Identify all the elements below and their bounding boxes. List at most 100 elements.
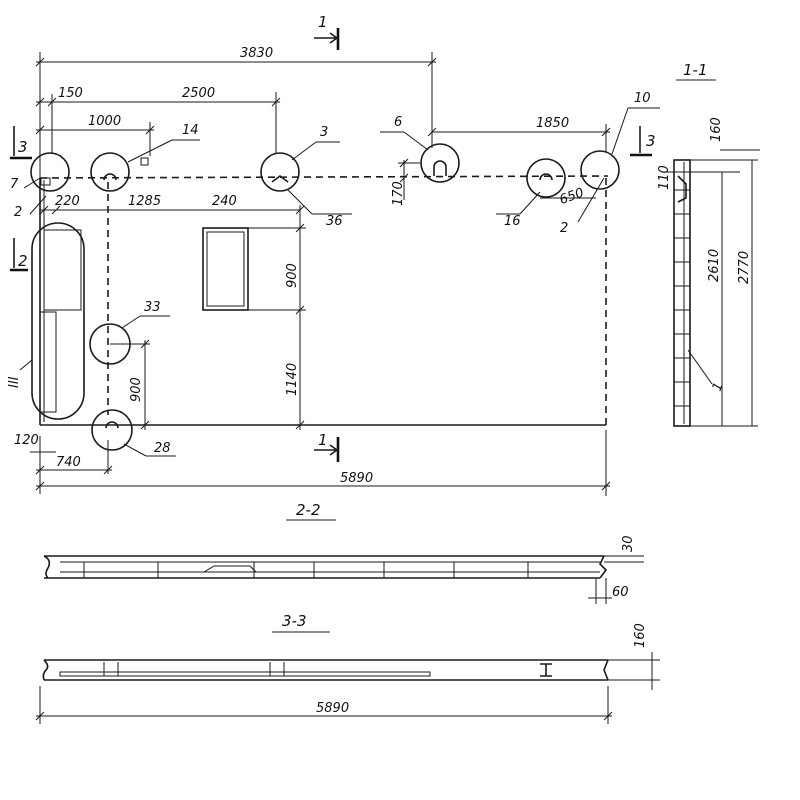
loop-node-6: [420, 143, 460, 183]
dim-1140: 1140: [285, 363, 300, 396]
cut3-right-label: 3: [646, 132, 656, 150]
callout-3: 3: [320, 125, 328, 140]
dim-900-opening: 900: [285, 263, 300, 288]
s22-dim-60: 60: [612, 585, 629, 600]
callout-28: 28: [154, 441, 171, 456]
loop-node-3: [260, 152, 300, 192]
s11-leader-1: [687, 349, 713, 385]
callout-10: 10: [634, 91, 651, 106]
s33-dim-5890-ticks: [35, 711, 613, 721]
section-1-1-loop: [677, 175, 687, 203]
loop-node-7: [30, 152, 70, 192]
opening-outer: [202, 227, 249, 311]
s22-left-joint: [43, 555, 51, 579]
dim-5890-ticks: [35, 481, 611, 491]
dim-740-ticks: [35, 465, 113, 475]
leader-16: [519, 191, 541, 215]
section-1-1: 1-1 160 110 2610 2770 1: [657, 61, 760, 427]
callout-7: 7: [10, 177, 19, 192]
section-1-1-title: 1-1: [683, 61, 708, 79]
panel-plan: 1 1 2 3 3 3830 150 2500 10: [7, 13, 660, 496]
s33-inner-strip: [59, 671, 431, 677]
dim-900-left: 900: [129, 377, 144, 402]
s33-ribs: [103, 662, 285, 676]
dim-170: 170: [391, 181, 406, 206]
cut3-left-label: 3: [18, 138, 28, 156]
s11-dim-110: 110: [657, 165, 672, 190]
opening-inner: [206, 231, 245, 307]
dim-2500-ticks: [35, 97, 281, 107]
callout-33: 33: [144, 300, 161, 315]
loop-14-hook: [103, 173, 117, 181]
s33-dim-160: 160: [633, 623, 648, 648]
leader-6: [403, 131, 429, 151]
dim-170-ticks: [399, 158, 409, 183]
recess-III-outline: [31, 222, 85, 420]
cut1-top-arrowhead: [329, 32, 339, 44]
s11-callout-1: 1: [710, 380, 727, 393]
s22-dim-30: 30: [621, 535, 636, 552]
dim-2500: 2500: [182, 86, 215, 101]
dim-220: 220: [55, 194, 80, 209]
s11-dim-160: 160: [709, 117, 724, 142]
s33-right-joint: [603, 659, 609, 681]
cut2-label: 2: [18, 252, 28, 270]
dim-1000-ticks: [35, 125, 155, 135]
dim-1000: 1000: [88, 114, 121, 129]
s33-dim-5890: 5890: [316, 701, 349, 716]
section-1-1-ribs: [674, 189, 690, 407]
dim-240: 240: [212, 194, 237, 209]
loop-28-hook: [105, 421, 119, 429]
dim-120: 120: [14, 433, 39, 448]
dim-1850-ticks: [427, 127, 611, 137]
loop-16-hook: [539, 173, 553, 181]
leader-2-left: [29, 195, 47, 215]
dim-900-left-ticks: [140, 339, 150, 430]
loop-7-insert: [40, 177, 51, 186]
recess-III-inner-lower: [39, 311, 57, 413]
leader-10: [611, 107, 629, 155]
leader-III: [19, 359, 33, 371]
dim-5890: 5890: [340, 471, 373, 486]
callout-2-left: 2: [14, 205, 22, 220]
dim-3830-ticks: [35, 57, 437, 67]
loop-3-insert: [271, 175, 289, 183]
cut1-top-label: 1: [318, 13, 328, 31]
dim-1850: 1850: [536, 116, 569, 131]
dim-740: 740: [56, 455, 81, 470]
callout-36: 36: [326, 214, 343, 229]
s11-dim-2610: 2610: [707, 249, 722, 282]
leader-3: [291, 141, 317, 161]
callout-16: 16: [504, 214, 521, 229]
cut1-bottom-label: 1: [318, 431, 328, 449]
dim-3830: 3830: [240, 46, 273, 61]
loop-node-16: [526, 158, 566, 198]
recess-III-inner-upper: [43, 229, 82, 311]
callout-14: 14: [182, 123, 199, 138]
s11-dim-2770: 2770: [737, 251, 752, 284]
leader-33: [121, 315, 141, 329]
section-1-1-body: [673, 159, 691, 427]
cut1-bottom-arrowhead: [329, 444, 339, 456]
dim-1285: 1285: [128, 194, 161, 209]
dim-vertical-ticks: [295, 223, 305, 430]
s33-loop: [540, 663, 552, 677]
leader-7: [23, 177, 41, 189]
s22-thickening: [203, 565, 257, 573]
loop-14-marker: [140, 157, 149, 166]
dim-150: 150: [58, 86, 83, 101]
loop-node-10: [580, 150, 620, 190]
section-3-3: 3-3 160 5890: [35, 612, 660, 724]
panel-top-edge: [39, 175, 609, 179]
section-2-2-title: 2-2: [296, 501, 321, 519]
callout-2-right: 2: [560, 221, 568, 236]
loop-6-hook: [433, 160, 447, 176]
loop-node-14: [90, 152, 130, 192]
leader-14: [127, 139, 173, 163]
callout-6: 6: [394, 115, 402, 130]
s33-left-joint: [42, 659, 49, 681]
callout-III: III: [7, 376, 22, 388]
leader-2-right: [577, 177, 605, 223]
s22-ribs: [83, 562, 529, 578]
leader-36: [287, 189, 313, 215]
